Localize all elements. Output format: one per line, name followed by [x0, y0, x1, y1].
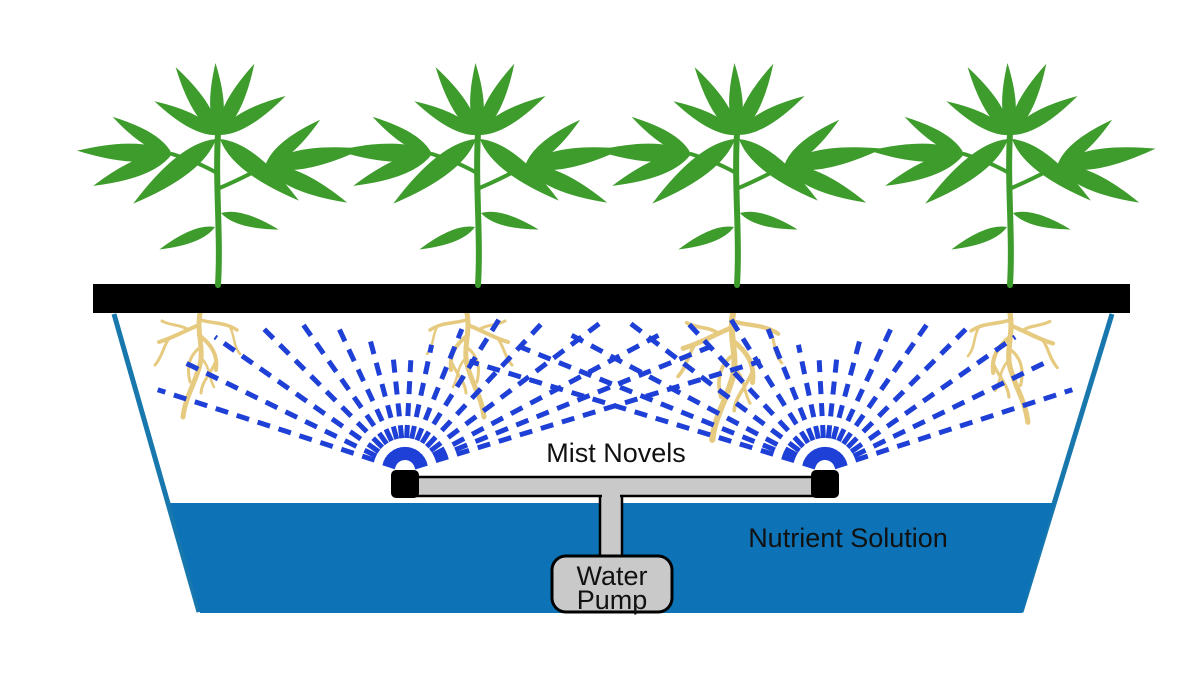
plant [77, 60, 365, 285]
mist-ray [390, 356, 407, 461]
mist-ray [828, 317, 933, 464]
mist-ray [765, 328, 824, 462]
mist-nozzles-label: Mist Novels [546, 438, 686, 468]
mist-ray [468, 358, 817, 470]
mist-ray [728, 317, 822, 463]
mist-ray [156, 387, 397, 470]
mist-ray [832, 359, 1049, 468]
mist-nozzle-left [391, 470, 419, 498]
mist-ray [816, 360, 827, 461]
mist-ray [826, 325, 895, 462]
mist-nozzle-right [811, 470, 839, 498]
mist-ray [256, 321, 400, 465]
pump-riser-pipe [598, 490, 624, 564]
mist-ray [406, 328, 465, 462]
mist-ray [412, 332, 661, 468]
container-wall-left [111, 313, 202, 613]
root-cluster [968, 313, 1057, 422]
mist-ray [681, 316, 821, 465]
mist-ray [823, 356, 840, 461]
mist-ray [830, 321, 974, 465]
mist-ray [569, 332, 818, 468]
mist-spray-left [156, 316, 762, 470]
mist-ray [409, 316, 549, 465]
plants [77, 60, 1157, 285]
mist-ray [181, 359, 398, 468]
mist-ray [213, 334, 399, 467]
mist-ray [518, 344, 817, 469]
mist-ray [833, 387, 1074, 470]
mist-ray [831, 334, 1017, 467]
grow-platform [93, 284, 1130, 313]
plant [337, 60, 625, 285]
plant [596, 60, 884, 285]
mist-ray [335, 325, 404, 462]
plant [869, 60, 1157, 285]
mist-ray [413, 358, 762, 470]
mist-ray [628, 321, 819, 466]
mist-ray [411, 321, 602, 466]
mist-ray [403, 360, 414, 461]
mist-spray-right [468, 316, 1074, 470]
water-pump-label-line1: Water [576, 561, 647, 591]
water-pump-label-line2: Pump [577, 585, 648, 615]
nutrient-solution-label: Nutrient Solution [748, 523, 948, 553]
mist-ray [297, 317, 402, 464]
pipe-junction [602, 492, 620, 500]
mist-ray [404, 344, 435, 461]
mist-ray [408, 317, 502, 463]
mist-ray [413, 344, 712, 469]
water-pump-box [550, 554, 674, 614]
mist-ray [795, 344, 826, 461]
